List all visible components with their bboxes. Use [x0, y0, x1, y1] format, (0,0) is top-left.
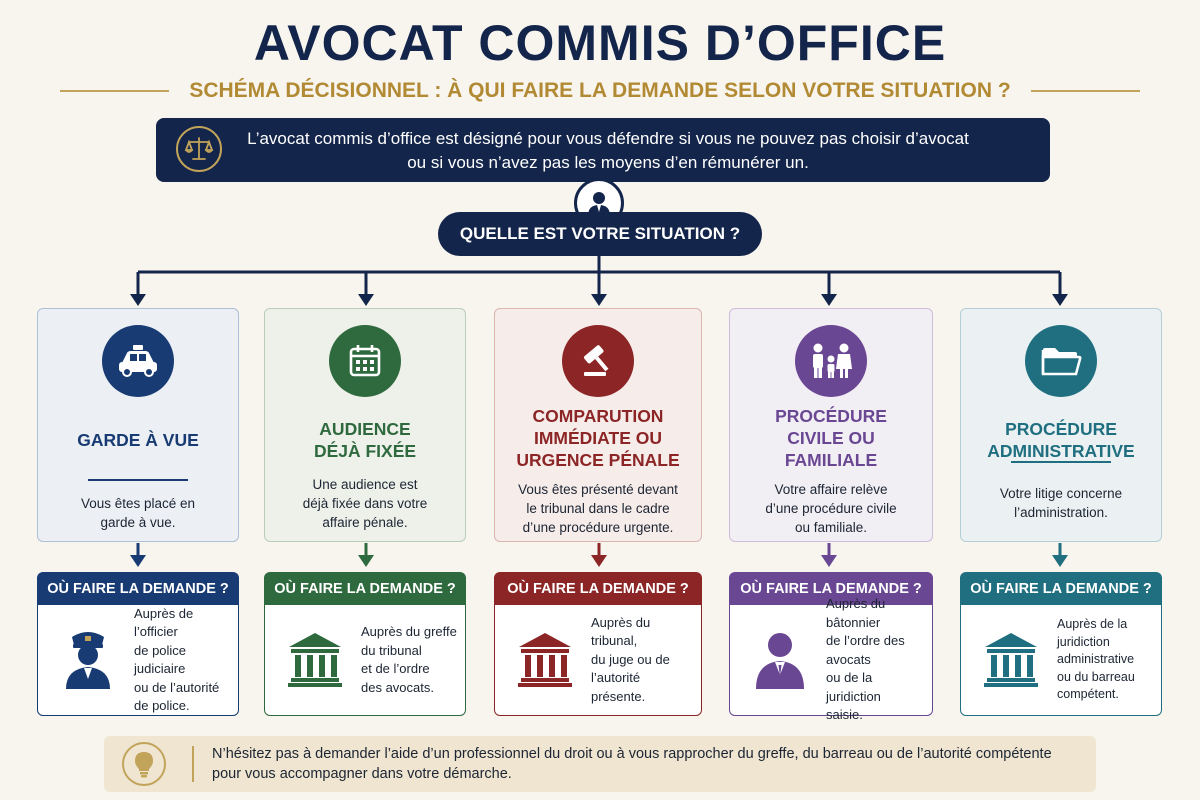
where-box-administrative: OÙ FAIRE LA DEMANDE ? Auprès de la jurid… [960, 572, 1162, 716]
where-header: OÙ FAIRE LA DEMANDE ? [495, 573, 701, 605]
where-box-civile: OÙ FAIRE LA DEMANDE ? Auprès du bâtonnie… [729, 572, 933, 723]
gavel-icon [562, 325, 634, 397]
situation-description: Votre litige concerne l’administration. [999, 486, 1123, 520]
intro-line-1: L’avocat commis d’office est désigné pou… [247, 129, 969, 148]
where-box-comparution: OÙ FAIRE LA DEMANDE ? Auprès du tribunal… [494, 572, 702, 716]
subtitle-rule-left [60, 90, 170, 92]
where-box-audience: OÙ FAIRE LA DEMANDE ? Auprès du greffe d… [264, 572, 466, 716]
situation-card-comparution: COMPARUTION IMMÉDIATE OU URGENCE PÉNALE … [494, 308, 702, 542]
advice-footer: N’hésitez pas à demander l’aide d’un pro… [104, 736, 1096, 792]
where-header: OÙ FAIRE LA DEMANDE ? [265, 573, 465, 605]
situation-card-garde-a-vue: GARDE À VUE Vous êtes placé en garde à v… [37, 308, 239, 542]
where-description: Auprès du greffe du tribunal et de l’ord… [361, 624, 457, 695]
police-officer-icon [52, 621, 124, 697]
situation-title: GARDE À VUE [77, 430, 199, 450]
calendar-icon [329, 325, 401, 397]
subtitle-row: SCHÉMA DÉCISIONNEL : À QUI FAIRE LA DEMA… [60, 76, 1140, 106]
situation-card-administrative: PROCÉDURE ADMINISTRATIVE Votre litige co… [960, 308, 1162, 542]
situation-title: PROCÉDURE ADMINISTRATIVE [987, 419, 1135, 461]
where-header: OÙ FAIRE LA DEMANDE ? [730, 573, 932, 605]
intro-banner: L’avocat commis d’office est désigné pou… [156, 118, 1050, 182]
where-box-garde-a-vue: OÙ FAIRE LA DEMANDE ? Auprès de l’offici… [37, 572, 239, 716]
situation-description: Vous êtes présenté devant le tribunal da… [518, 481, 678, 535]
where-description: Auprès du bâtonnier de l’ordre des avoca… [826, 596, 905, 723]
scales-of-justice-icon [176, 126, 222, 172]
family-icon [795, 325, 867, 397]
courthouse-icon [975, 621, 1047, 697]
lawyer-icon [744, 621, 816, 697]
footer-text: N’hésitez pas à demander l’aide d’un pro… [212, 746, 1052, 782]
courthouse-icon [509, 621, 581, 697]
where-description: Auprès du tribunal, du juge ou de l’auto… [591, 614, 670, 704]
title-separator [88, 479, 188, 481]
where-description: Auprès de l’officier de police judiciair… [134, 605, 220, 714]
page-subtitle: SCHÉMA DÉCISIONNEL : À QUI FAIRE LA DEMA… [189, 79, 1011, 102]
intro-text: L’avocat commis d’office est désigné pou… [246, 127, 970, 175]
where-description: Auprès de la juridiction administrative … [1057, 617, 1135, 702]
situation-description: Vous êtes placé en garde à vue. [80, 496, 196, 530]
title-separator [1011, 461, 1111, 463]
situation-card-audience: AUDIENCE DÉJÀ FIXÉE Une audience est déj… [264, 308, 466, 542]
situation-title: COMPARUTION IMMÉDIATE OU URGENCE PÉNALE [516, 406, 680, 470]
where-header: OÙ FAIRE LA DEMANDE ? [961, 573, 1161, 605]
footer-divider [192, 746, 194, 782]
situation-card-civile: PROCÉDURE CIVILE OU FAMILIALE Votre affa… [729, 308, 933, 542]
courthouse-icon [279, 621, 351, 697]
subtitle-rule-right [1030, 90, 1140, 92]
situation-description: Votre affaire relève d’une procédure civ… [765, 481, 897, 535]
situation-title: AUDIENCE DÉJÀ FIXÉE [313, 419, 417, 461]
intro-line-2: ou si vous n’avez pas les moyens d’en ré… [407, 153, 809, 172]
where-header: OÙ FAIRE LA DEMANDE ? [38, 573, 238, 605]
folder-icon [1025, 325, 1097, 397]
police-car-icon [102, 325, 174, 397]
lightbulb-icon [122, 742, 166, 786]
situation-question: QUELLE EST VOTRE SITUATION ? [438, 212, 762, 256]
situation-description: Une audience est déjà fixée dans votre a… [302, 476, 428, 530]
situation-title: PROCÉDURE CIVILE OU FAMILIALE [775, 406, 887, 470]
page-title: AVOCAT COMMIS D’OFFICE [253, 15, 947, 71]
